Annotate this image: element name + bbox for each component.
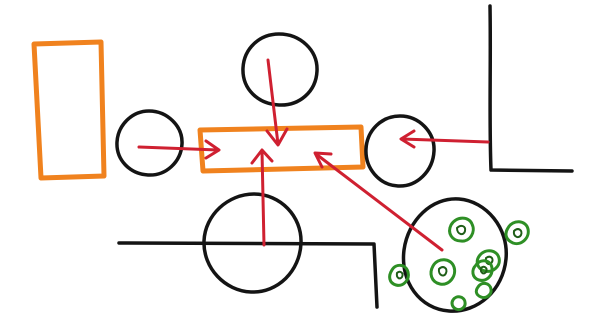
central-rectangle: [200, 127, 363, 171]
ground-line: [119, 243, 377, 307]
right-arrow: [402, 139, 488, 142]
tall-rectangle: [34, 42, 104, 178]
diagonal-arrow: [316, 154, 442, 250]
top-circle: [243, 34, 317, 105]
green-blob: [450, 218, 474, 241]
green-blob: [506, 222, 528, 244]
right-circle: [366, 116, 434, 186]
left-circle: [117, 111, 182, 175]
green-blob: [452, 297, 465, 310]
green-blob: [431, 260, 455, 285]
green-blob: [476, 283, 491, 297]
right-corner-line: [490, 6, 572, 171]
bottom-arrow: [262, 151, 264, 245]
left-arrow: [139, 147, 218, 150]
